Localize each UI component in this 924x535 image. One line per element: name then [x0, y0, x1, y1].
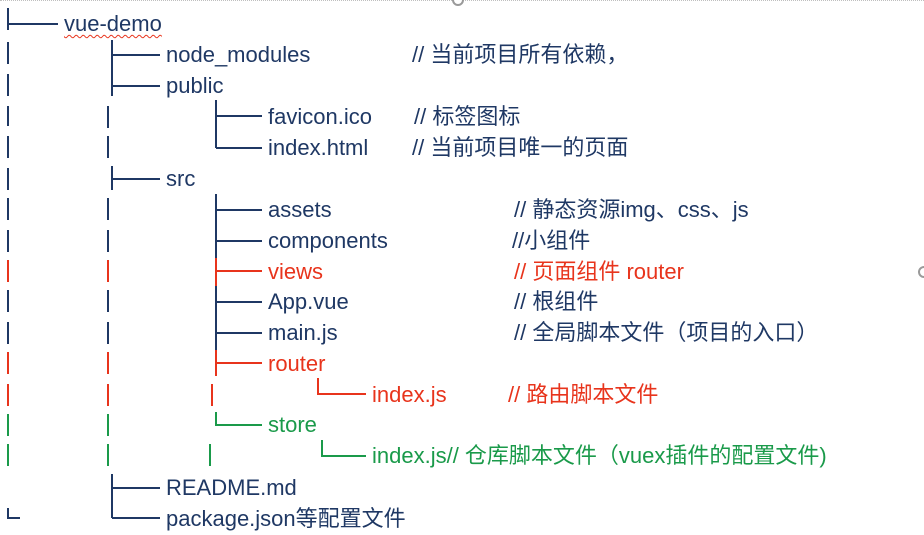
favicon-comment: // 标签图标 [414, 104, 521, 129]
node-modules-comment: // 当前项目所有依赖， [412, 42, 629, 67]
assets-comment: // 静态资源img、css、js [514, 197, 749, 222]
index-html-label: index.html [268, 135, 369, 160]
views-comment: // 页面组件 router [514, 259, 684, 284]
node-modules-label: node_modules [166, 42, 311, 67]
resize-handle-top[interactable] [452, 0, 464, 6]
components-comment: //小组件 [512, 228, 591, 253]
level1-connectors [107, 40, 160, 519]
assets-label: assets [268, 197, 332, 222]
public-children-connectors [215, 100, 262, 149]
resize-handle-right[interactable] [918, 266, 924, 278]
public-label: public [166, 73, 224, 98]
favicon-label: favicon.ico [268, 104, 372, 129]
left-pipe-column [7, 42, 20, 519]
store-index-label: index.js// 仓库脚本文件（vuex插件的配置文件) [372, 443, 827, 468]
router-index-label: index.js [372, 382, 447, 407]
router-index-comment: // 路由脚本文件 [508, 382, 659, 407]
components-label: components [268, 228, 388, 253]
views-label: views [268, 259, 324, 284]
package-json-label: package.json等配置文件 [166, 506, 406, 531]
root-folder-label: vue-demo [64, 11, 162, 36]
src-children-connectors [209, 194, 262, 466]
level3-connectors [317, 378, 366, 457]
app-vue-comment: // 根组件 [514, 289, 599, 314]
main-js-comment: // 全局脚本文件（项目的入口） [514, 320, 819, 345]
app-vue-label: App.vue [268, 289, 349, 314]
main-js-label: main.js [268, 320, 338, 345]
router-label: router [268, 351, 326, 376]
store-label: store [268, 412, 317, 437]
src-label: src [166, 166, 196, 191]
readme-label: README.md [166, 475, 297, 500]
root-connector [7, 8, 58, 30]
index-html-comment: // 当前项目唯一的页面 [412, 135, 629, 160]
